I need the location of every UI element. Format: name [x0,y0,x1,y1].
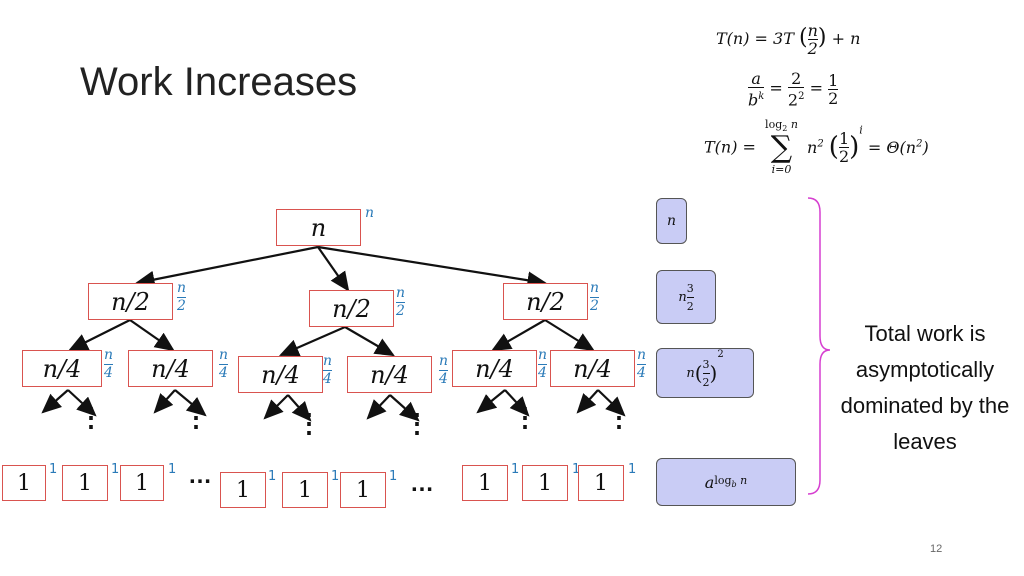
edge [174,389,207,417]
leaf-cost: 1 [268,469,277,484]
tree-node-level2: n/4 [452,350,537,387]
tree-node-level2: n/4 [550,350,635,387]
tree-node-level2: n/4 [347,356,432,393]
vertical-ellipsis: ⋮ [296,408,322,438]
vertical-ellipsis: ⋮ [183,402,209,432]
edge [366,394,391,420]
slide-title: Work Increases [80,60,358,104]
edge [263,394,289,420]
leaf-cost: 1 [511,462,520,477]
leaf-cost: 1 [49,462,58,477]
tree-leaf: 1 [2,465,46,501]
edge [287,394,312,422]
tree-node-root: n [276,209,361,246]
horizontal-ellipsis: … [410,470,434,497]
tree-leaf: 1 [340,472,386,508]
leaf-cost: 1 [168,462,177,477]
vertical-ellipsis: ⋮ [404,408,430,438]
edge [504,389,530,417]
tree-leaf: 1 [120,465,164,501]
vertical-ellipsis: ⋮ [606,402,632,432]
tree-node-level1: n/2 [309,290,394,327]
edge [317,245,548,289]
edge [67,389,97,417]
tree-leaf: 1 [282,472,328,508]
leaf-cost: 1 [111,462,120,477]
edge [41,389,69,414]
edge [278,325,346,357]
edge [344,326,395,357]
tree-leaf: 1 [462,465,508,501]
edge [134,245,319,289]
edge [129,319,175,352]
horizontal-ellipsis: … [188,462,212,489]
tree-leaf: 1 [578,465,624,501]
tree-leaf: 1 [62,465,108,501]
level-sum-0: n [656,198,687,244]
tree-node-level2: n/4 [238,356,323,393]
edge [491,319,546,352]
tree-leaf: 1 [220,472,266,508]
edge [476,389,506,414]
edge [544,319,595,352]
page-number: 12 [930,543,943,555]
tree-node-level2: n/4 [128,350,213,387]
summary-note: Total work is asymptotically dominated b… [840,321,1010,454]
leaf-cost: 1 [389,469,398,484]
edge [153,389,176,414]
edge [68,319,131,351]
vertical-ellipsis: ⋮ [512,402,538,432]
edge [317,246,350,292]
edge [576,389,599,414]
right-brace [807,197,831,495]
edge [389,394,420,422]
leaf-cost: 1 [628,462,637,477]
tree-node-level1: n/2 [88,283,173,320]
tree-leaf: 1 [522,465,568,501]
node-cost-root: n [365,205,375,221]
vertical-ellipsis: ⋮ [78,402,104,432]
tree-node-level1: n/2 [503,283,588,320]
edge [597,389,626,417]
tree-node-level2: n/4 [22,350,102,387]
leaf-cost: 1 [572,462,581,477]
leaf-cost: 1 [331,469,340,484]
